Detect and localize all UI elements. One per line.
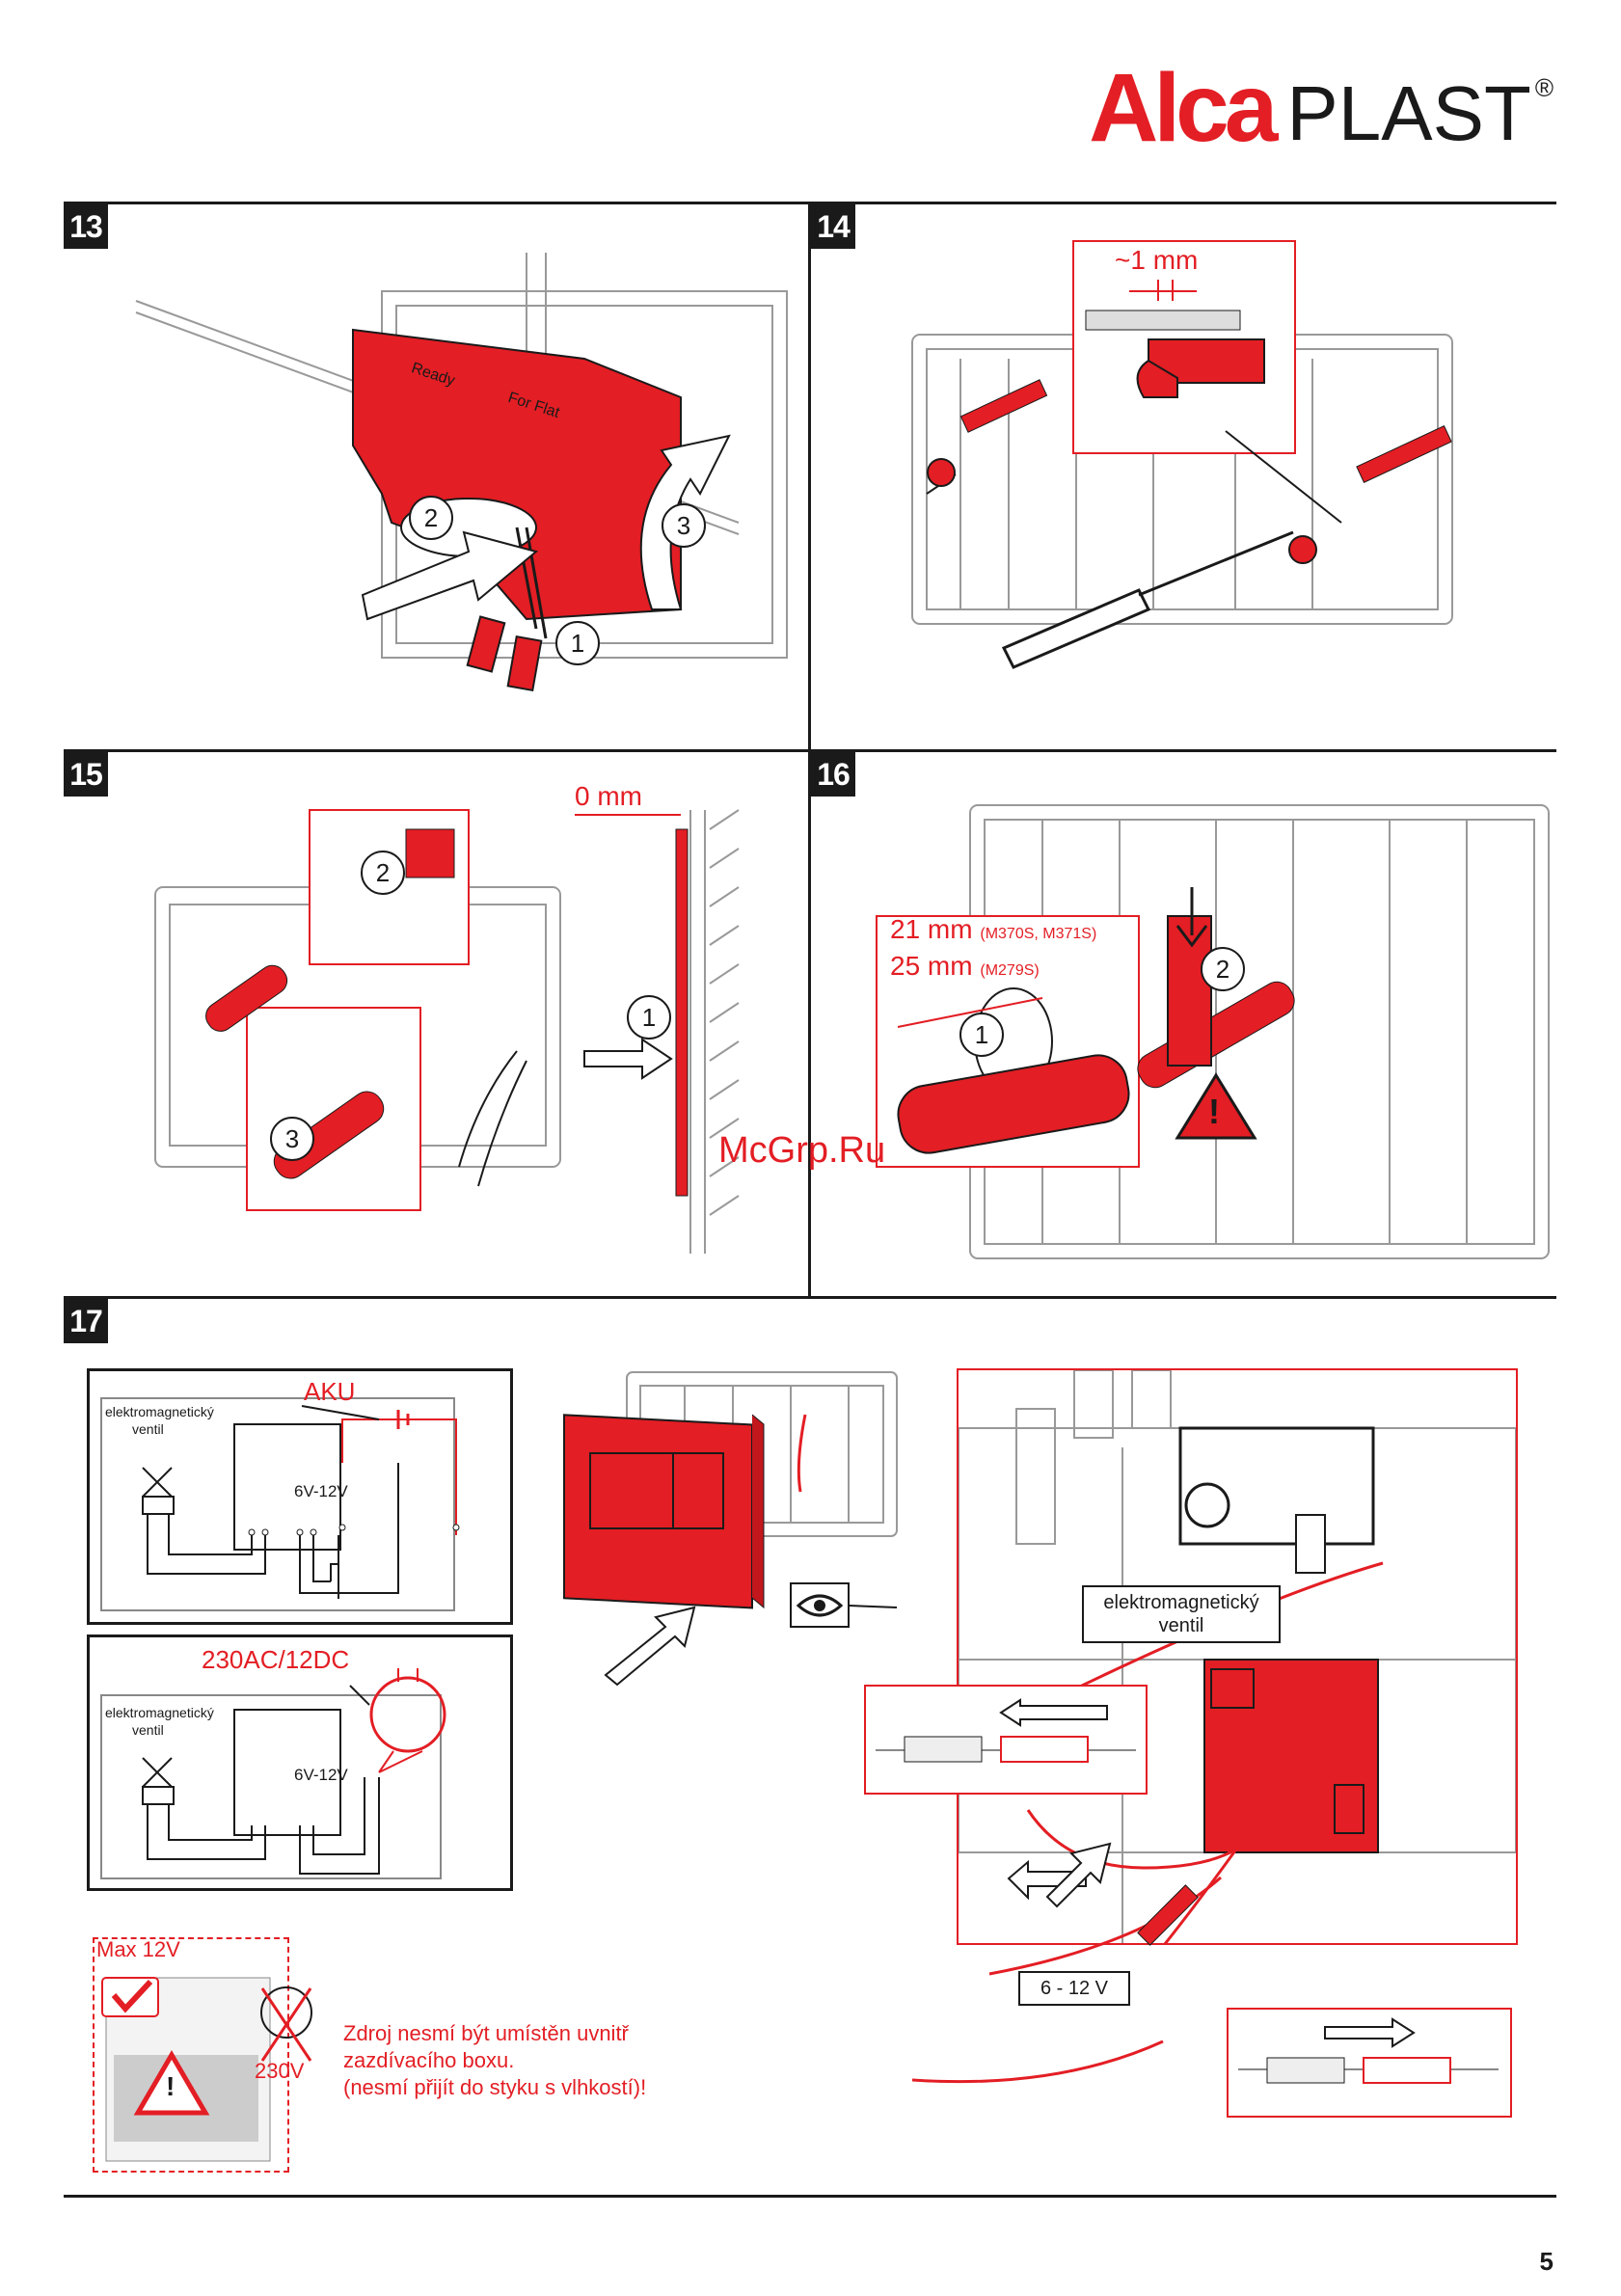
battery-wiring-diagram: AKU elektromagnetický ventil 6V-12V — [87, 1368, 513, 1625]
dimension-25mm: 25 mm (M279S) — [890, 951, 1040, 982]
callout-2: 2 — [361, 851, 405, 895]
callout-1: 1 — [959, 1013, 1004, 1057]
step-14-panel: 14 ~1 mm — [811, 204, 1556, 749]
flush-plate-side — [675, 828, 689, 1197]
voltage-label-b: 6V-12V — [294, 1766, 348, 1784]
callout-2: 2 — [409, 496, 453, 540]
warning-icon — [1175, 1072, 1257, 1140]
step-14-badge: 14 — [811, 204, 855, 249]
valve-callout-line-1: elektromagnetický — [1103, 1592, 1259, 1613]
step-16-panel: 16 21 mm (M370S, M371S) 25 mm (M279S) 1 … — [811, 752, 1556, 1296]
battery-wiring-svg — [100, 1397, 460, 1611]
crossed-230v-plug — [260, 1986, 312, 2062]
gap-dimension: ~1 mm — [1115, 245, 1199, 275]
push-arrow-icon — [361, 530, 539, 621]
dimension-21mm-value: 21 mm — [890, 914, 973, 944]
max-voltage-label: Max 12V — [96, 1937, 180, 1961]
step-16-badge: 16 — [811, 752, 855, 797]
callout-3: 3 — [662, 503, 706, 548]
logo-registered: ® — [1534, 73, 1553, 102]
page-number: 5 — [1539, 2247, 1553, 2276]
callout-1: 1 — [555, 621, 600, 665]
step-15-panel: 15 0 mm 1 2 3 — [64, 752, 808, 1296]
ready-for-flat-plate — [352, 328, 682, 621]
zero-gap-dimension: 0 mm — [575, 781, 642, 811]
valve-label-2b: ventil — [132, 1722, 164, 1738]
aku-label: AKU — [304, 1377, 356, 1406]
power-box-illustration: ! — [93, 1937, 289, 2173]
bottom-rule — [64, 2195, 1556, 2198]
cable-run-svg — [912, 1809, 1261, 2084]
step-17-badge: 17 — [64, 1299, 108, 1343]
step-13-illustration — [135, 253, 788, 692]
rotate-arrow-icon — [639, 434, 731, 610]
valve-callout-line-2: ventil — [1158, 1615, 1204, 1636]
power-box-svg — [101, 1977, 271, 2162]
step-14-illustration — [911, 240, 1453, 669]
valve-label-1b: elektromagnetický — [105, 1705, 214, 1720]
warning-line-1: Zdroj nesmí být umístěn uvnitř — [343, 2021, 629, 2045]
warning-line-3: (nesmí přijít do styku s vlhkostí)! — [343, 2075, 647, 2099]
step-13-badge: 13 — [64, 204, 108, 249]
step-13-panel: 13 Ready For Flat 1 2 3 — [64, 204, 808, 749]
column-rule — [808, 202, 811, 1299]
valve-detail-box — [957, 1368, 1518, 1945]
step-15-illustration — [154, 809, 740, 1254]
logo-alca: Alca — [1089, 54, 1278, 162]
valve-label-1: elektromagnetický — [105, 1404, 214, 1419]
dimension-25mm-models: (M279S) — [980, 962, 1040, 979]
clip — [1167, 915, 1212, 1067]
callout-1: 1 — [627, 995, 671, 1040]
step-16-illustration — [876, 804, 1550, 1259]
warning-exclamation: ! — [1208, 1092, 1220, 1131]
step-15-badge: 15 — [64, 752, 108, 797]
mains-wiring-diagram: 230AC/12DC elektromagnetický ventil 6V-1… — [87, 1634, 513, 1891]
eye-icon — [796, 1594, 844, 1617]
warn-exclamation: ! — [166, 2071, 176, 2101]
supply-voltage-label: 6 - 12 V — [1018, 1971, 1130, 2006]
mains-label: 230AC/12DC — [202, 1645, 350, 1674]
logo-plast: PLAST — [1286, 70, 1531, 156]
callout-2: 2 — [1201, 947, 1245, 991]
inset-bottom — [246, 1007, 421, 1211]
dimension-21mm-models: (M370S, M371S) — [980, 926, 1097, 942]
valve-detail-svg — [959, 1370, 1516, 1943]
valve-label-2: ventil — [132, 1421, 164, 1437]
checkmark-icon — [111, 1979, 153, 2013]
valve-callout: elektromagnetický ventil — [1082, 1585, 1281, 1643]
brand-logo: Alca PLAST ® — [1089, 60, 1553, 156]
screwdriver — [1001, 530, 1294, 669]
voltage-label: 6V-12V — [294, 1482, 348, 1500]
left-rod — [959, 379, 1048, 433]
rod — [897, 1054, 1130, 1154]
flush-plate-illustration — [563, 1371, 898, 1687]
dimension-25mm-value: 25 mm — [890, 951, 973, 981]
dimension-21mm: 21 mm (M370S, M371S) — [890, 914, 1096, 945]
right-rod — [1356, 425, 1452, 483]
callout-3: 3 — [270, 1117, 314, 1161]
watermark: McGrp.Ru — [718, 1130, 886, 1171]
connector-left-svg — [876, 1698, 1136, 1763]
connector-inset-right — [1227, 2008, 1512, 2118]
warning-line-2: zazdívacího boxu. — [343, 2048, 515, 2072]
connector-right-svg — [1238, 2017, 1499, 2084]
crossed-voltage-label: 230V — [255, 2059, 305, 2083]
connector-inset-left — [864, 1685, 1148, 1795]
step-17-panel: 17 AKU elektromagnetický ventil 6V — [64, 1299, 1556, 2195]
mains-wiring-svg — [100, 1668, 446, 1879]
warning-icon — [133, 2050, 210, 2116]
